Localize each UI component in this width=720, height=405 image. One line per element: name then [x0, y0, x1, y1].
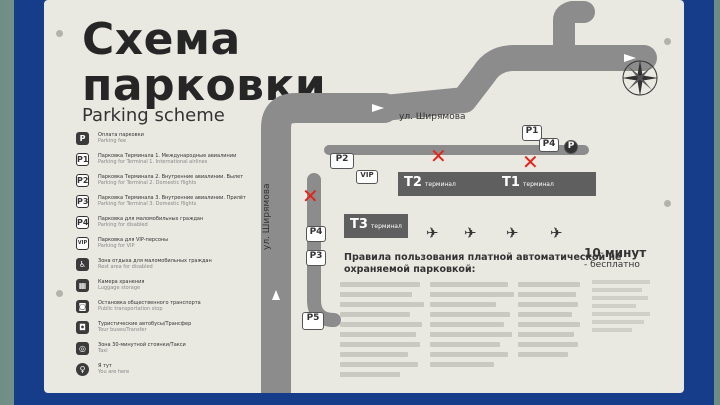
arrow-icon	[372, 104, 384, 112]
wheelchair-icon: ♿	[76, 258, 89, 271]
rules-title: Правила пользования платной автоматическ…	[344, 252, 622, 275]
arrow-icon	[272, 290, 280, 300]
legend-text: Остановка общественного транспорта	[98, 300, 201, 306]
luggage-icon: ▦	[76, 279, 89, 292]
p3-icon: P3	[76, 195, 89, 208]
terminal-sublabel: терминал	[424, 181, 456, 188]
rules-column	[518, 282, 604, 362]
arrow-icon	[624, 54, 636, 62]
terminal-label: T2	[404, 175, 422, 190]
legend-text-en: You are here	[98, 369, 130, 375]
airplane-icon: ✈	[464, 224, 477, 242]
road-main	[261, 93, 399, 393]
terminal-label: T1	[502, 175, 520, 190]
taxi-icon: ◎	[76, 342, 89, 355]
terminal-label: T3	[350, 217, 368, 232]
legend-text: Камера хранения	[98, 279, 145, 285]
subtitle: Parking scheme	[82, 105, 225, 126]
mount-hole	[664, 200, 671, 207]
free-label: - бесплатно	[584, 260, 640, 270]
mount-hole	[56, 290, 63, 297]
rules-column	[430, 282, 516, 372]
tour-bus-icon: ◘	[76, 321, 89, 334]
legend-text: Зона 30-минутной стоянки/Такси	[98, 342, 186, 348]
terminal-sublabel: терминал	[370, 223, 402, 230]
legend-text: Зона отдыха для маломобильных граждан	[98, 258, 212, 264]
legend-item: P1 Парковка Терминала 1. Международные ав…	[76, 153, 256, 169]
airplane-icon: ✈	[550, 224, 563, 242]
legend-text-en: Parking for VIP	[98, 243, 135, 249]
bus-stop-icon: ◙	[76, 300, 89, 313]
legend-text-en: Luggage storage	[98, 285, 141, 291]
rules-column	[340, 282, 426, 382]
legend-text: Парковка для VIP-персоны	[98, 237, 169, 243]
legend-text: Парковка для маломобильных граждан	[98, 216, 204, 222]
legend-text-en: Parking for Terminal 3. Domestic flights	[98, 201, 197, 207]
zone-p1: P1	[522, 125, 542, 141]
airplane-icon: ✈	[426, 224, 439, 242]
zone-p5: P5	[302, 312, 324, 330]
legend-text-en: Public transportation stop	[98, 306, 163, 312]
airplane-icon: ✈	[506, 224, 519, 242]
legend-text-en: Taxi	[98, 348, 108, 354]
terminal-sublabel: терминал	[522, 181, 554, 188]
road-north	[553, 1, 595, 69]
legend-text: Парковка Терминала 1. Международные авиа…	[98, 153, 237, 159]
legend-text-en: Parking for Terminal 2. Domestic flights	[98, 180, 197, 186]
legend-item: P2 Парковка Терминала 2. Внутренние авиал…	[76, 174, 256, 190]
zone-p3: P3	[306, 250, 326, 266]
closed-mark-icon: ✕	[522, 150, 539, 174]
p2-icon: P2	[76, 174, 89, 187]
street-label-side: ул. Ширямова	[262, 183, 272, 250]
zone-p2: P2	[330, 153, 354, 169]
p4-icon: P4	[76, 216, 89, 229]
free-duration: 10 минут	[584, 246, 647, 260]
p1-icon: P1	[76, 153, 89, 166]
legend-text: Оплата парковки	[98, 132, 144, 138]
zone-p4: P4	[306, 226, 326, 242]
street-label-top: ул. Ширямова	[399, 112, 466, 122]
zone-vip: VIP	[356, 170, 378, 184]
legend-text: Я тут	[98, 363, 112, 369]
title-line-1: Схема	[82, 14, 241, 65]
vip-icon: VIP	[76, 237, 89, 250]
legend-text-en: Parking fee	[98, 138, 127, 144]
mount-hole	[56, 30, 63, 37]
legend-text: Парковка Терминала 2. Внутренние авиалин…	[98, 174, 244, 180]
parking-fee-icon: P	[76, 132, 89, 145]
legend-text: Парковка Терминала 3. Внутренние авиалин…	[98, 195, 246, 201]
contact-info	[592, 280, 654, 336]
legend-text-en: Parking for disabled	[98, 222, 148, 228]
zone-p4: P4	[539, 138, 559, 152]
free-parking-notice: 10 минут - бесплатно	[584, 246, 660, 270]
legend-text-en: Rest area for disabled	[98, 264, 153, 270]
road-top	[371, 45, 657, 121]
parking-fee-icon: P	[564, 140, 578, 154]
compass-icon	[622, 60, 658, 96]
legend-text: Туристические автобусы/Трансфер	[98, 321, 192, 327]
legend-text-en: Tour buses/Transfer	[98, 327, 147, 333]
legend-item: P3 Парковка Терминала 3. Внутренние авиал…	[76, 195, 256, 211]
legend-text-en: Parking for Terminal 1. International ai…	[98, 159, 208, 165]
closed-mark-icon: ✕	[302, 184, 319, 208]
mount-hole	[664, 38, 671, 45]
you-are-here-icon: ♀	[76, 363, 89, 376]
closed-mark-icon: ✕	[430, 144, 447, 168]
